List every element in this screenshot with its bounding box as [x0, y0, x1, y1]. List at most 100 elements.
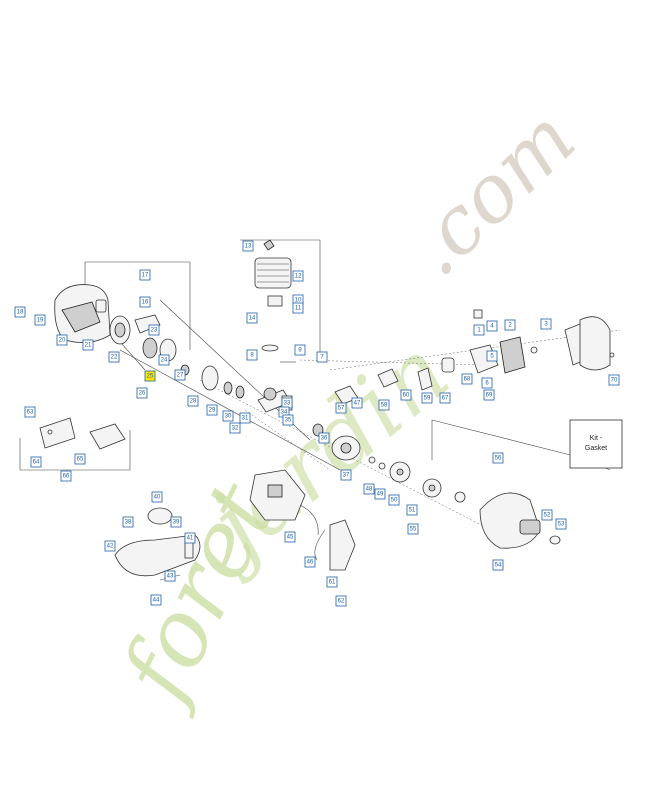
callout-number: 22	[111, 355, 118, 361]
callout-7: 7	[316, 351, 328, 363]
callout-number: 21	[85, 343, 92, 349]
callout-65: 65	[74, 453, 86, 465]
callout-26: 26	[136, 387, 148, 399]
callout-number: 56	[495, 456, 502, 462]
callout-number: 62	[338, 599, 345, 605]
callout-number: 7	[320, 355, 324, 361]
callout-60: 60	[400, 389, 412, 401]
callout-number: 66	[63, 474, 70, 480]
callout-number: 36	[321, 436, 328, 442]
callout-62: 62	[335, 595, 347, 607]
callout-66: 66	[60, 470, 72, 482]
callout-number: 47	[354, 401, 361, 407]
callout-number: 41	[187, 536, 194, 542]
callout-number: 18	[17, 310, 24, 316]
callout-number: 58	[381, 403, 388, 409]
callout-number: 26	[139, 391, 146, 397]
callout-number: 33	[284, 401, 291, 407]
callout-number: 50	[391, 498, 398, 504]
callout-20: 20	[56, 334, 68, 346]
callout-number: 19	[37, 318, 44, 324]
callout-number: 46	[307, 560, 314, 566]
callout-number: 20	[59, 338, 66, 344]
callout-number: 45	[287, 535, 294, 541]
crankshaft	[201, 365, 361, 461]
callout-number: 61	[329, 580, 336, 586]
callout-number: 16	[142, 300, 149, 306]
callout-53: 53	[555, 518, 567, 530]
callout-number: 34	[281, 410, 288, 416]
callout-number: 3	[544, 322, 548, 328]
callout-51: 51	[406, 504, 418, 516]
callout-56: 56	[492, 452, 504, 464]
callout-22: 22	[108, 351, 120, 363]
callout-number: 53	[558, 522, 565, 528]
callout-number: 1	[477, 328, 481, 334]
ignition-coil	[314, 519, 356, 571]
callout-number: 51	[409, 508, 416, 514]
callout-number: 27	[177, 373, 184, 379]
callout-52: 52	[541, 509, 553, 521]
callout-number: 49	[377, 492, 384, 498]
callout-43: 43	[164, 570, 176, 582]
callout-number: 64	[33, 460, 40, 466]
callout-6: 6	[481, 377, 493, 389]
kit-gasket-box: Kit - Gasket	[569, 419, 623, 469]
callout-28: 28	[187, 395, 199, 407]
callout-number: 11	[295, 306, 302, 312]
callout-18: 18	[14, 306, 26, 318]
gear-housing	[368, 456, 561, 549]
callout-16: 16	[139, 296, 151, 308]
callout-number: 30	[225, 414, 232, 420]
callout-number: 24	[161, 358, 168, 364]
callout-67: 67	[439, 392, 451, 404]
callout-number: 13	[245, 244, 252, 250]
watermark-dotcom: .com	[389, 92, 593, 294]
callout-number: 42	[107, 544, 114, 550]
callout-number: 4	[490, 324, 494, 330]
callout-54: 54	[492, 559, 504, 571]
reference-lines	[19, 239, 621, 546]
callout-8: 8	[246, 349, 258, 361]
carburetor-air-filter	[334, 309, 615, 405]
callout-21: 21	[82, 339, 94, 351]
callout-27: 27	[174, 369, 186, 381]
callout-4: 4	[486, 320, 498, 332]
callout-1: 1	[473, 324, 485, 336]
callout-14: 14	[246, 312, 258, 324]
callout-24: 24	[158, 354, 170, 366]
recoil-starter	[109, 314, 190, 376]
callout-number: 25	[147, 374, 154, 380]
callout-13: 13	[242, 240, 254, 252]
callout-33: 33	[281, 397, 293, 409]
callout-47: 47	[351, 397, 363, 409]
kit-label-line2: Gasket	[585, 445, 607, 452]
callout-19: 19	[34, 314, 46, 326]
callout-3: 3	[540, 318, 552, 330]
callout-50: 50	[388, 494, 400, 506]
callout-46: 46	[304, 556, 316, 568]
callout-number: 52	[544, 513, 551, 519]
callout-number: 55	[410, 527, 417, 533]
callout-29: 29	[206, 404, 218, 416]
callout-55: 55	[407, 523, 419, 535]
callout-number: 12	[295, 274, 302, 280]
callout-number: 2	[508, 323, 512, 329]
callout-9: 9	[294, 344, 306, 356]
callout-number: 40	[154, 495, 161, 501]
callout-5: 5	[486, 350, 498, 362]
callout-36: 36	[318, 432, 330, 444]
callout-number: 17	[142, 273, 149, 279]
callout-2: 2	[504, 319, 516, 331]
callout-number: 70	[611, 378, 618, 384]
callout-number: 28	[190, 399, 197, 405]
callout-number: 59	[424, 396, 431, 402]
callout-number: 39	[173, 520, 180, 526]
callout-number: 43	[167, 574, 174, 580]
callout-48: 48	[363, 483, 375, 495]
callout-68: 68	[461, 373, 473, 385]
callout-57: 57	[335, 402, 347, 414]
callout-number: 65	[77, 457, 84, 463]
callout-31: 31	[239, 412, 251, 424]
